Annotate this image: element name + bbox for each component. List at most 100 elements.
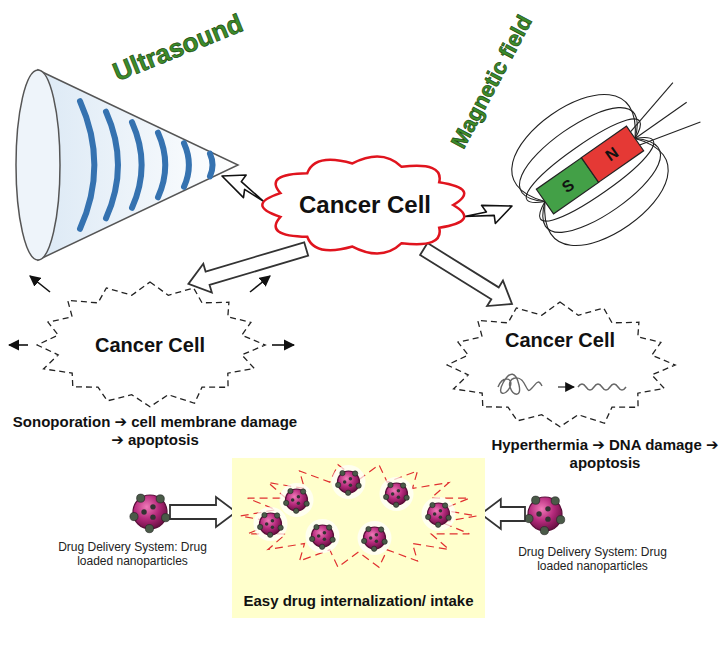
drug-molecule: [352, 471, 357, 476]
nanoparticle-core: [312, 525, 334, 547]
drug-molecule: [278, 525, 283, 530]
nanoparticle: [525, 496, 565, 535]
magnet-north-pole: [581, 126, 643, 182]
drug-molecule: [382, 539, 387, 544]
drug-molecule: [349, 484, 353, 488]
drug-molecule: [397, 489, 401, 493]
drug-molecule: [442, 503, 447, 508]
drug-molecule: [288, 488, 293, 493]
drug-molecule: [274, 513, 279, 518]
drug-molecule: [378, 527, 383, 532]
mechanism-label: Hyperthermia ➔ DNA damage ➔ apoptosis: [490, 436, 720, 472]
field-line: [519, 109, 647, 209]
transducer-face: [16, 70, 60, 260]
nanoparticle: [309, 524, 335, 549]
ultrasound-waves: [80, 101, 213, 229]
nanoparticle-core: [260, 513, 282, 535]
ultrasound-cone: [38, 70, 238, 260]
drug-molecule: [551, 497, 559, 505]
nanoparticle-core: [428, 503, 450, 525]
uptake-halo: [306, 519, 340, 553]
nanoparticle: [130, 494, 170, 533]
drug-molecule: [439, 516, 443, 520]
drug-molecule: [326, 525, 331, 530]
ultrasound-wave: [80, 101, 94, 229]
drug-molecule: [545, 516, 550, 521]
ultrasound-transducer: [16, 70, 238, 260]
nanoparticle-core: [338, 471, 360, 493]
nanoparticle-core: [528, 497, 562, 531]
drug-molecule: [317, 534, 321, 538]
drug-molecule: [393, 502, 398, 507]
drug-molecule: [271, 526, 275, 530]
drug-molecule: [304, 501, 309, 506]
drug-molecule: [375, 533, 379, 537]
drug-molecule: [397, 496, 401, 500]
drug-molecule: [293, 508, 298, 513]
drug-molecule: [435, 522, 440, 527]
drug-molecule: [297, 502, 301, 506]
field-line: [534, 131, 685, 265]
drug-molecule: [433, 512, 437, 516]
drug-molecule: [400, 483, 405, 488]
drug-molecule: [141, 509, 146, 514]
drug-molecule: [262, 512, 267, 517]
bar-magnet: [495, 47, 725, 265]
ultrasound-wave: [158, 133, 165, 198]
mechanism-label: Sonoporation ➔ cell membrane damage ➔ ap…: [5, 413, 305, 449]
nanoparticle: [425, 502, 451, 527]
cell-label: Easy drug internalization/ intake: [243, 592, 473, 610]
drug-molecule: [323, 531, 327, 535]
burst-cell: Cancer Cell: [30, 280, 270, 410]
drug-molecule: [345, 490, 350, 495]
nanoparticle-core: [133, 495, 167, 529]
unfolded-protein: [578, 384, 626, 390]
drug-molecule: [265, 522, 269, 526]
hollow-arrow: [420, 243, 512, 306]
burst-arrow: [30, 276, 50, 292]
hollow-arrow: [481, 499, 525, 529]
cell-label: Cancer Cell: [505, 328, 615, 352]
drug-molecule: [369, 536, 373, 540]
burst-arrow: [9, 344, 28, 346]
drug-molecule: [361, 538, 366, 543]
drug-molecule: [536, 511, 541, 516]
nanoparticle-core: [286, 489, 308, 511]
ultrasound-wave: [106, 112, 118, 219]
uptake-halo: [422, 497, 456, 531]
drug-molecule: [439, 509, 443, 513]
drug-molecule: [145, 525, 153, 533]
folded-protein: [498, 374, 542, 394]
device-label: Ultrasound: [109, 8, 248, 88]
drug-molecule: [525, 515, 533, 523]
nanoparticle: [257, 512, 283, 537]
drug-molecule: [130, 513, 138, 521]
burst-arrow: [272, 344, 294, 346]
protein-unfolding: [498, 374, 626, 394]
drug-molecule: [540, 527, 548, 535]
drug-molecule: [291, 498, 295, 502]
drug-molecule: [300, 489, 305, 494]
drug-molecule: [349, 477, 353, 481]
drug-molecule: [150, 514, 155, 519]
lightning-bolt: [218, 167, 271, 205]
cloud-outline: [262, 157, 464, 254]
drug-molecule: [137, 494, 145, 502]
drug-molecule: [314, 524, 319, 529]
drug-molecule: [150, 504, 155, 509]
nanoparticle-core: [386, 483, 408, 505]
drug-molecule: [343, 480, 347, 484]
device-label: Magnetic field: [446, 11, 538, 153]
drug-molecule: [545, 506, 550, 511]
drug-molecule: [323, 538, 327, 542]
drug-molecule: [383, 494, 388, 499]
drug-molecule: [430, 502, 435, 507]
drug-molecule: [257, 524, 262, 529]
drug-molecule: [271, 519, 275, 523]
cell-label: Cancer Cell: [95, 333, 205, 357]
ultrasound-wave: [210, 154, 213, 177]
nanoparticle-label: Drug Delivery System: Drug loaded nanopa…: [40, 540, 225, 569]
heated-cell: Cancer Cell: [440, 300, 680, 430]
nanoparticle-core: [364, 527, 386, 549]
field-line: [495, 75, 646, 209]
